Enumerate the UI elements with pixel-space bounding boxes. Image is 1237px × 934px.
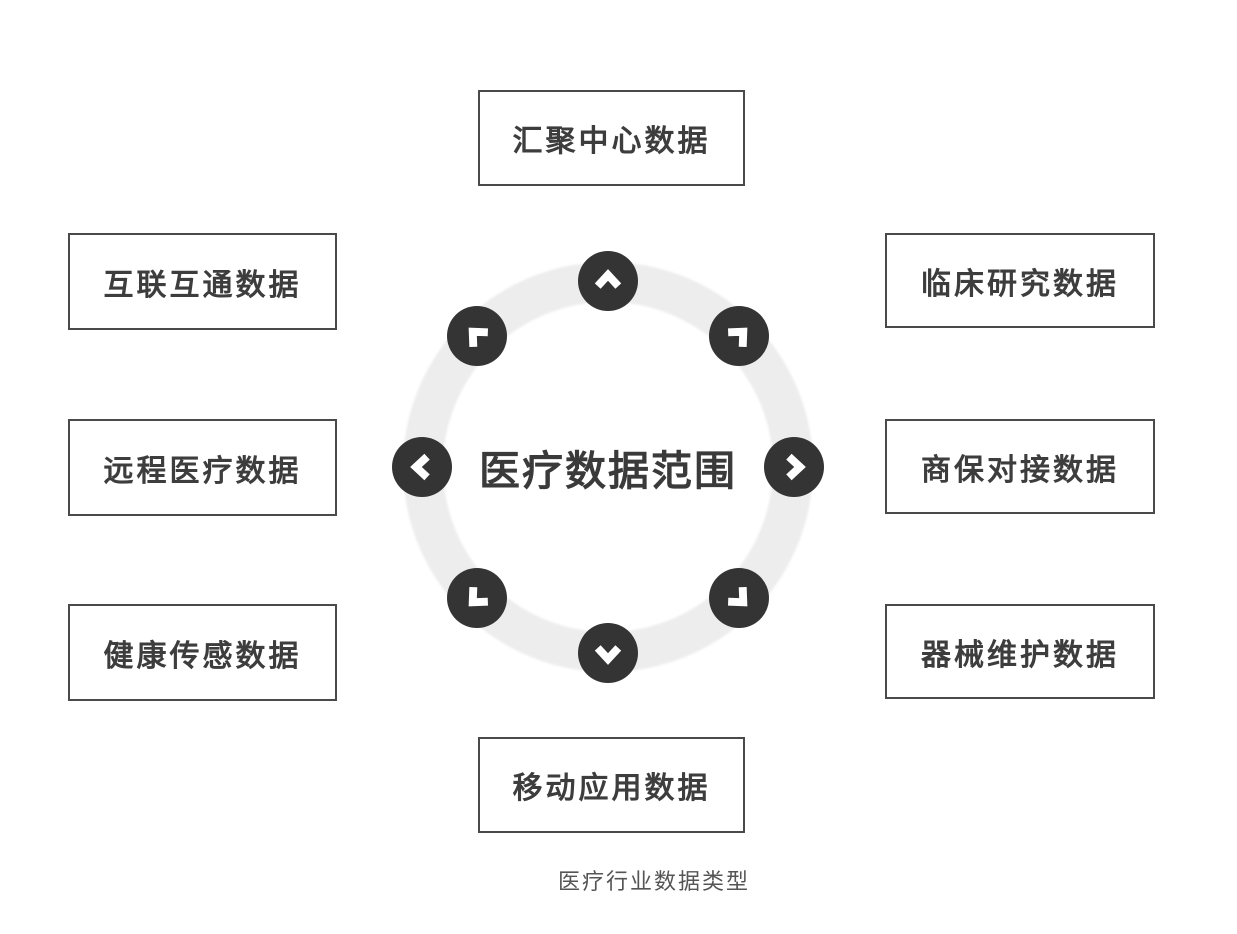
chevron-left-icon: [403, 448, 441, 486]
node-box-insurance-docking: 商保对接数据: [885, 419, 1155, 514]
chevron-up-left-icon: [458, 317, 496, 355]
chevron-down-right-icon: [720, 579, 758, 617]
node-label: 汇聚中心数据: [512, 125, 711, 158]
node-label: 移动应用数据: [512, 772, 711, 805]
node-box-health-sensor: 健康传感数据: [68, 604, 337, 701]
arrow-badge-bottom: [578, 623, 638, 683]
chevron-down-icon: [589, 634, 627, 672]
node-box-clinical-research: 临床研究数据: [885, 233, 1155, 328]
diagram-caption: 医疗行业数据类型: [557, 869, 750, 894]
node-label: 远程医疗数据: [103, 454, 302, 488]
arrow-badge-top-right: [709, 306, 769, 366]
node-label: 器械维护数据: [921, 638, 1119, 672]
arrow-badge-left: [392, 437, 452, 497]
arrow-badge-top: [578, 251, 638, 311]
node-box-telemedicine: 远程医疗数据: [68, 419, 337, 516]
arrow-badge-bottom-right: [709, 568, 769, 628]
node-label: 互联互通数据: [103, 268, 302, 302]
chevron-down-left-icon: [458, 579, 496, 617]
arrow-badge-right: [764, 437, 824, 497]
node-box-mobile-app: 移动应用数据: [478, 737, 745, 833]
node-label: 健康传感数据: [103, 639, 302, 673]
chevron-right-icon: [775, 448, 813, 486]
node-box-device-maintenance: 器械维护数据: [885, 604, 1155, 699]
chevron-up-icon: [589, 262, 627, 300]
node-box-aggregation-center: 汇聚中心数据: [478, 90, 745, 186]
center-title: 医疗数据范围: [479, 448, 737, 494]
chevron-up-right-icon: [720, 317, 758, 355]
node-box-interconnection: 互联互通数据: [68, 233, 337, 330]
arrow-badge-top-left: [447, 306, 507, 366]
arrow-badge-bottom-left: [447, 568, 507, 628]
node-label: 商保对接数据: [921, 453, 1119, 487]
node-label: 临床研究数据: [921, 267, 1119, 301]
